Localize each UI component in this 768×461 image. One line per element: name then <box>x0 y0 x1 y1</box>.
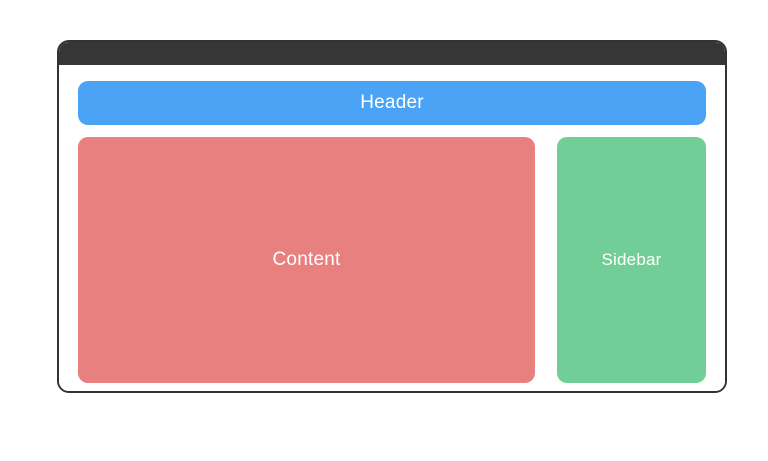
main-row: Content Sidebar <box>78 137 706 383</box>
window-frame: Header Content Sidebar <box>57 40 727 393</box>
header-block-label: Header <box>360 92 424 113</box>
sidebar-block-label: Sidebar <box>601 250 662 269</box>
sidebar-block[interactable]: Sidebar <box>557 137 706 383</box>
content-block[interactable]: Content <box>78 137 535 383</box>
header-block[interactable]: Header <box>78 81 706 125</box>
window-body: Header Content Sidebar <box>59 65 725 391</box>
window-title-bar[interactable] <box>59 42 725 65</box>
content-block-label: Content <box>272 249 341 270</box>
